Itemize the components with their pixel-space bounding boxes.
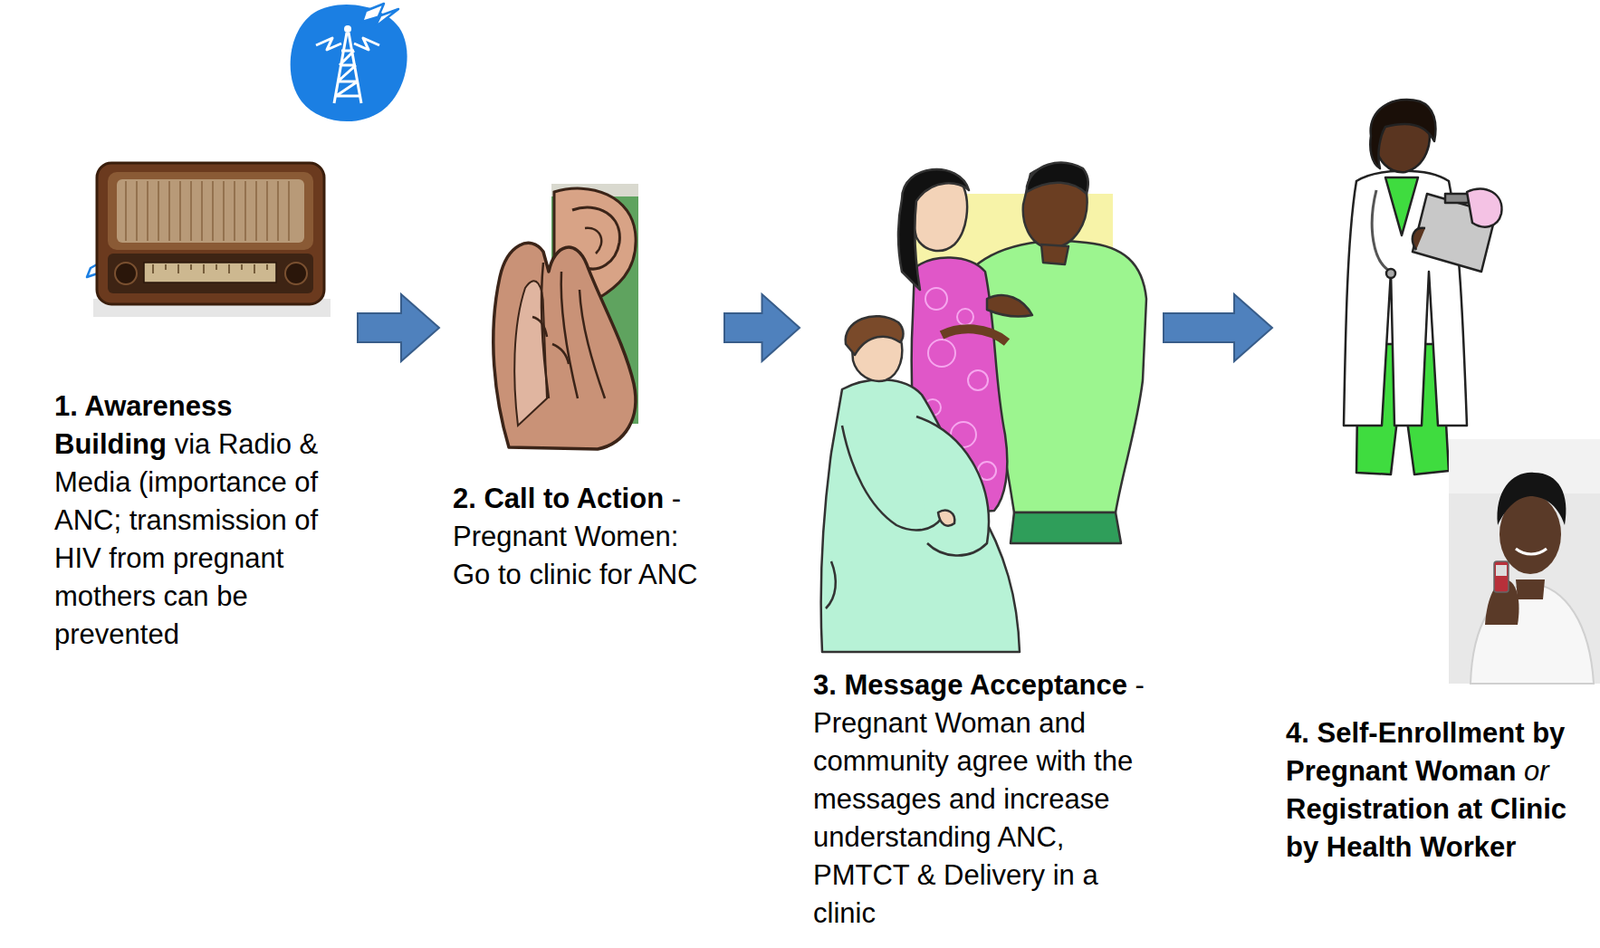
step-heading: 4. Self-Enrollment by Pregnant Woman <box>1285 717 1565 787</box>
block-arrow <box>357 294 440 362</box>
step-body: via Radio & Media (importance of ANC; tr… <box>54 428 318 651</box>
lightning-bolts <box>86 3 399 283</box>
listening-hand-illustration <box>493 183 639 450</box>
step-node: 4. Self-Enrollment by Pregnant WomanorRe… <box>1281 108 1585 867</box>
broadcast-icon <box>290 4 408 122</box>
block-arrow <box>1163 294 1273 362</box>
step-heading: 2. Call to Action <box>452 482 664 515</box>
step-node: 1. Awareness Buildingvia Radio & Media (… <box>49 117 349 654</box>
woman-with-phone-photo <box>1448 439 1600 684</box>
step-node: 3. Message Acceptance- Pregnant Woman an… <box>808 162 1155 933</box>
block-arrow <box>724 294 800 362</box>
radio-illustration <box>93 162 331 317</box>
couple-illustration <box>821 162 1147 652</box>
step-connective: or <box>1523 755 1550 787</box>
step-node: 2. Call to Action- Pregnant Women: Go to… <box>448 172 716 595</box>
step-heading: Registration at Clinic by Health Worker <box>1285 793 1567 863</box>
health-worker-illustration <box>1343 99 1502 475</box>
step-body: - Pregnant Woman and community agree wit… <box>813 669 1145 930</box>
step-heading: 3. Message Acceptance <box>813 669 1128 701</box>
